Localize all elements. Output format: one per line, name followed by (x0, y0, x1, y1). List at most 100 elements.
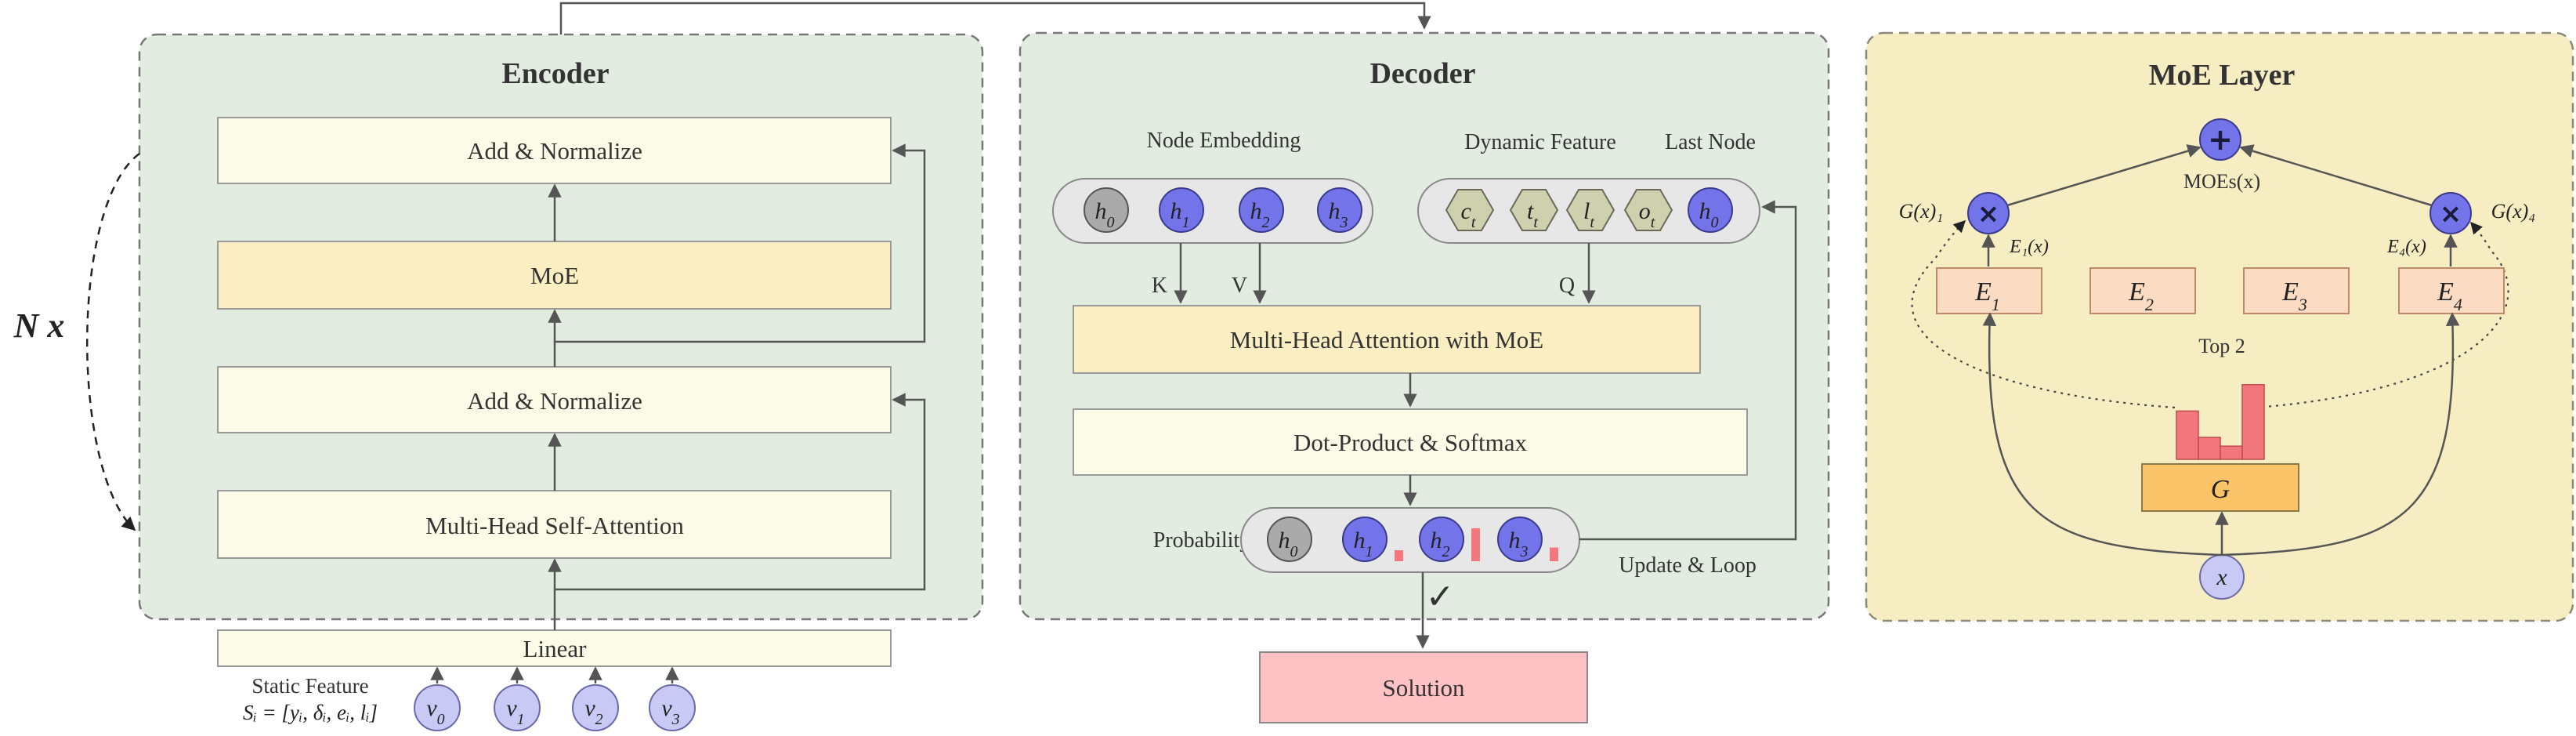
static-feature-label: Static Feature (251, 674, 368, 698)
moe-output-label: MOEs(x) (2183, 170, 2260, 193)
encoder-moe-block (217, 241, 892, 310)
checkmark-icon: ✓ (1426, 577, 1455, 617)
attention-moe-label: Multi-Head Attention with MoE (1230, 326, 1543, 353)
gate-label: G (2211, 475, 2230, 504)
gate-score-bars (2176, 384, 2265, 460)
node-embedding-node-label: h1 (1170, 198, 1190, 231)
moe-input-label: x (2216, 564, 2227, 590)
encoder-title: Encoder (501, 57, 609, 90)
node-embedding-node (1084, 187, 1129, 233)
gate-score-bar (2220, 445, 2243, 460)
dynamic-feature-node (1509, 189, 1559, 231)
input-node-label: v1 (506, 695, 524, 728)
probability-node (1342, 517, 1387, 562)
probability-node-label: h0 (1279, 528, 1298, 560)
moe-combine-arrows (1981, 144, 2458, 266)
node-embedding-node (1317, 187, 1362, 233)
node-embedding-label: Node Embedding (1147, 129, 1301, 153)
expert-output-left-label: E₁(x) (2009, 237, 2049, 257)
static-feature-formula: Sᵢ = [yᵢ, δᵢ, eᵢ, lᵢ] (243, 701, 378, 724)
node-embedding-node-label: h2 (1250, 198, 1270, 231)
probability-bar (1550, 547, 1558, 561)
input-node-label: v0 (426, 695, 444, 728)
query-label: Q (1559, 274, 1575, 298)
encoder-self-attention-block (217, 490, 892, 559)
update-loop-arrow (1579, 200, 1797, 541)
solution-block (1259, 651, 1588, 723)
multiply-node-right (2429, 192, 2472, 234)
probability-node (1497, 517, 1543, 562)
multiply-node-left (1967, 192, 2010, 234)
probability-node (1419, 517, 1464, 562)
gate-block (2141, 463, 2299, 512)
dynamic-feature-node (1445, 189, 1495, 231)
dynamic-feature-node (1565, 189, 1615, 231)
repeat-count-label: N x (13, 306, 65, 345)
probability-label: Probability (1153, 528, 1250, 553)
moe-layer-title: MoE Layer (2149, 59, 2296, 92)
expert-block (2243, 267, 2350, 314)
input-node (494, 684, 541, 731)
gate-dotted-paths (1911, 219, 2509, 409)
kvq-arrows (1174, 243, 1596, 304)
expert-block (1936, 267, 2042, 314)
expert-block (2089, 267, 2196, 314)
probability-node (1267, 517, 1312, 562)
expert-label: E1 (1974, 277, 2000, 314)
key-label: K (1152, 274, 1167, 298)
probability-node-label: h1 (1354, 528, 1373, 560)
input-node (649, 684, 696, 731)
expert-label: E4 (2437, 277, 2462, 314)
input-node (572, 684, 619, 731)
expert-block (2398, 267, 2505, 314)
top-k-label: Top 2 (2198, 335, 2245, 357)
probability-bar (1471, 528, 1480, 561)
gate-score-bar (2176, 410, 2199, 460)
last-node-label-text: h0 (1699, 198, 1719, 231)
repeat-loop-arrow (86, 152, 140, 531)
encoder-add-normalize-bottom (217, 366, 892, 433)
gate-weight-right-label: G(x)₄ (2491, 200, 2536, 223)
multiply-icon-left: × (1977, 198, 2000, 230)
multiply-icon-right: × (2440, 198, 2462, 230)
dynamic-feature-node-label: lt (1583, 198, 1594, 231)
dynamic-feature-label: Dynamic Feature (1464, 130, 1616, 154)
node-embedding-node-label: h0 (1095, 198, 1115, 231)
encoder-add-normalize-bottom-label: Add & Normalize (467, 387, 642, 415)
probability-node-label: h2 (1431, 528, 1450, 560)
last-node-group: h0 (1688, 187, 1733, 233)
expert-label: E3 (2281, 277, 2307, 314)
encoder-self-attention-label: Multi-Head Self-Attention (425, 512, 684, 539)
last-node (1688, 187, 1733, 233)
dynamic-feature-node-label: ot (1639, 198, 1655, 231)
dynamic-feature-node-label: tt (1527, 198, 1538, 231)
encoder-flow-arrows (548, 143, 926, 630)
dot-product-softmax-label: Dot-Product & Softmax (1293, 429, 1527, 456)
input-node (414, 684, 461, 731)
probability-bar (1395, 550, 1403, 561)
expert-output-right-label: E₄(x) (2386, 237, 2426, 257)
dynamic-feature-node (1623, 189, 1673, 231)
value-label: V (1232, 274, 1247, 298)
expert-label: E2 (2128, 277, 2154, 314)
node-embedding-node (1159, 187, 1204, 233)
linear-block (217, 629, 892, 667)
moe-layer-panel (1865, 31, 2574, 622)
dynamic-feature-nodes: ct tt lt ot (1445, 189, 1673, 231)
gate-score-bar (2198, 437, 2221, 460)
encoder-add-normalize-top (217, 117, 892, 184)
input-node-label: v2 (584, 695, 602, 728)
encoder-to-decoder-arrow (559, 2, 1431, 34)
encoder-moe-label: MoE (530, 262, 579, 289)
moe-input-arrows (1982, 312, 2460, 557)
gate-score-bar (2241, 384, 2265, 460)
attention-moe-block (1073, 305, 1701, 374)
encoder-add-normalize-top-label: Add & Normalize (467, 137, 642, 165)
node-embedding-node (1239, 187, 1284, 233)
solution-label: Solution (1382, 674, 1465, 702)
update-loop-label: Update & Loop (1619, 553, 1757, 578)
dynamic-feature-node-label: ct (1461, 198, 1476, 231)
